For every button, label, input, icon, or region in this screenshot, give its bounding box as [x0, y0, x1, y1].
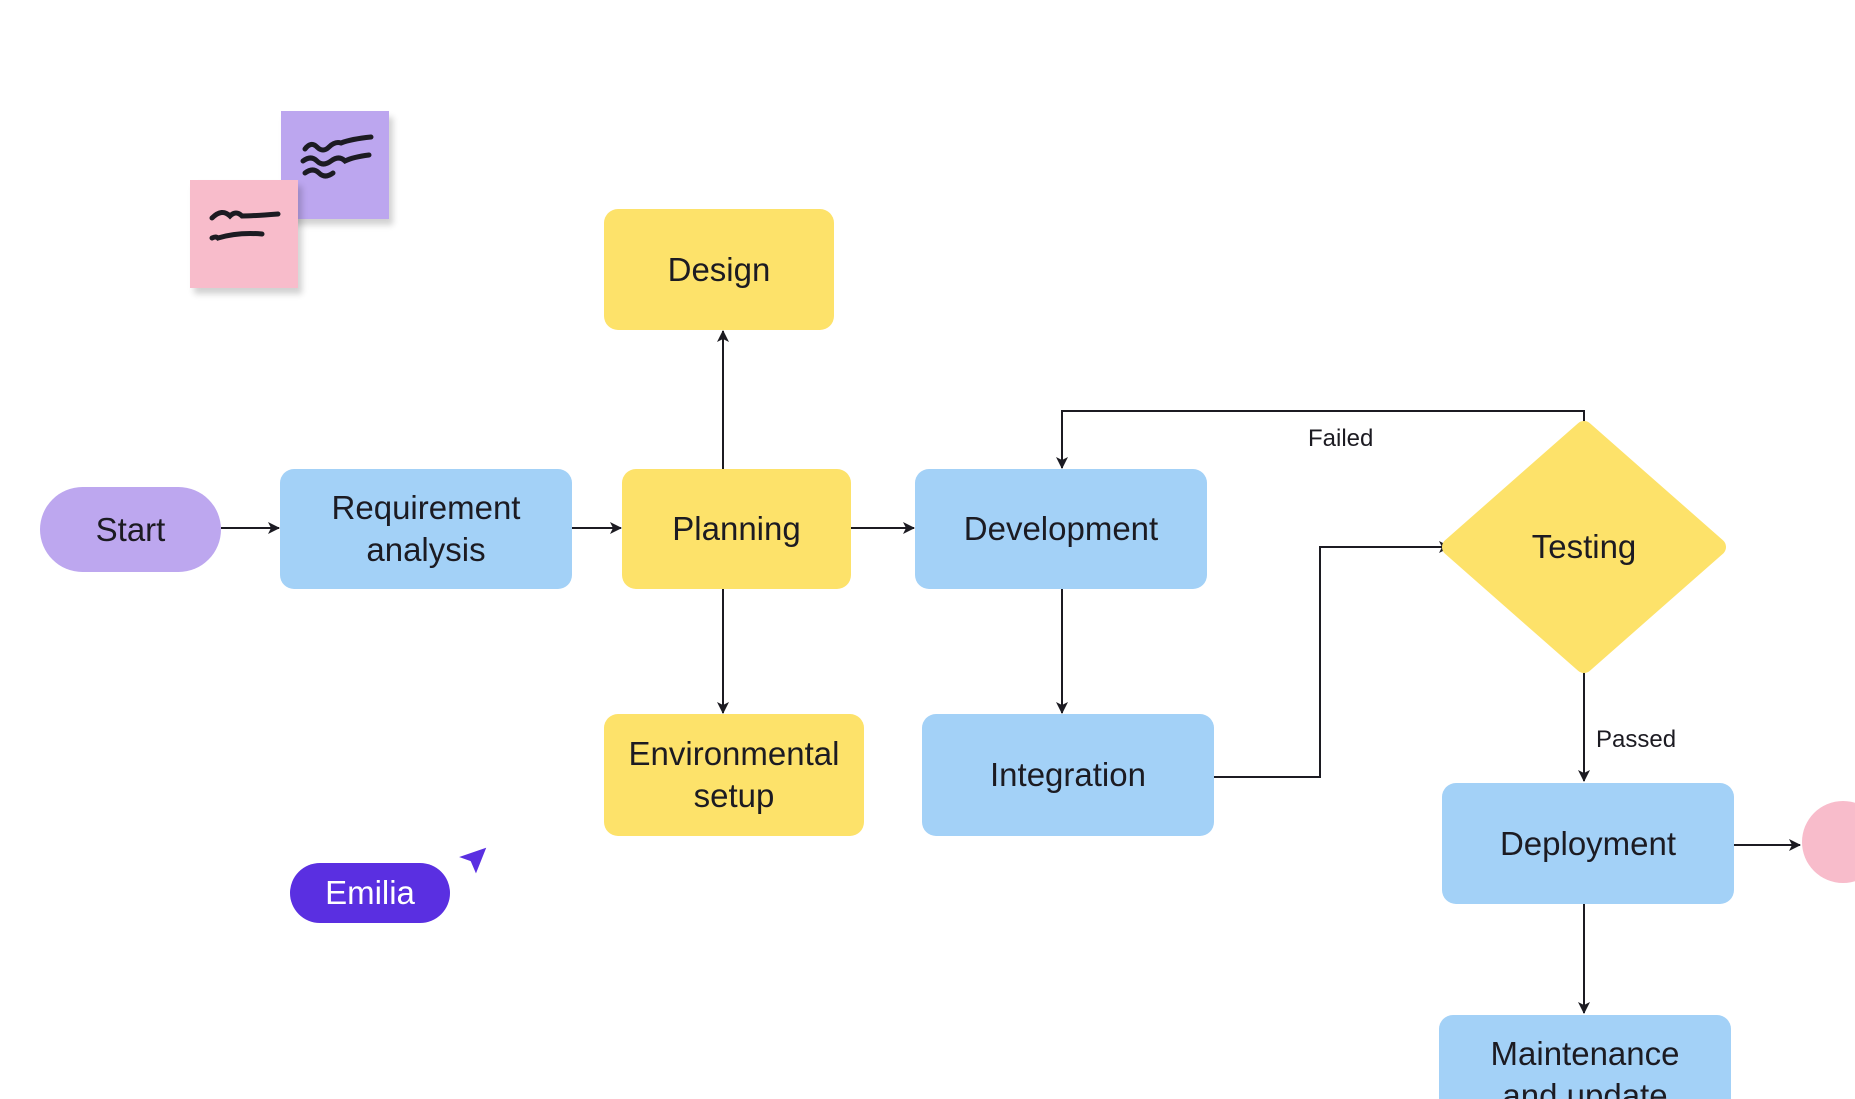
handwriting-scribble-icon: [209, 210, 281, 241]
development-label: Development: [963, 510, 1159, 547]
collaborator-name-tag: Emilia: [290, 863, 450, 923]
start-terminator[interactable]: Start: [40, 487, 221, 572]
deployment-node[interactable]: Deployment: [1442, 783, 1734, 904]
passed-edge-label: Passed: [1596, 726, 1677, 753]
planning-label: Planning: [672, 510, 801, 547]
deployment-label: Deployment: [1499, 824, 1677, 862]
requirement-analysis-node[interactable]: Requirement analysis: [280, 469, 572, 589]
development-node[interactable]: Development: [915, 469, 1207, 589]
design-node[interactable]: Design: [604, 209, 834, 330]
integration-node[interactable]: Integration: [922, 714, 1214, 836]
sticky-note-purple[interactable]: [281, 111, 389, 219]
environmental-setup-node[interactable]: Environmental setup: [604, 714, 864, 836]
connector-testing-development-failed: [1056, 410, 1585, 469]
cursor-arrow-icon: [455, 845, 489, 877]
failed-edge-label: Failed: [1308, 425, 1374, 452]
environmental-setup-label: Environmental setup: [628, 735, 840, 814]
design-label: Design: [667, 250, 771, 288]
testing-label: Testing: [1531, 528, 1637, 565]
maintenance-node[interactable]: Maintenance and update: [1439, 1015, 1731, 1099]
planning-node[interactable]: Planning: [622, 469, 851, 589]
handwriting-scribble-icon: [300, 134, 374, 179]
sticky-note-pink[interactable]: [190, 180, 298, 288]
integration-label: Integration: [990, 756, 1146, 793]
testing-decision-diamond[interactable]: [1442, 421, 1726, 673]
connector-integration-testing: [1214, 541, 1451, 778]
maintenance-label: Maintenance and update: [1490, 1035, 1680, 1099]
testing-label-container: Testing: [1480, 517, 1688, 577]
requirement-analysis-label: Requirement analysis: [331, 489, 521, 568]
collaborator-name: Emilia: [325, 874, 415, 911]
end-terminator-shape[interactable]: [1802, 801, 1855, 883]
start-label: Start: [95, 510, 166, 548]
